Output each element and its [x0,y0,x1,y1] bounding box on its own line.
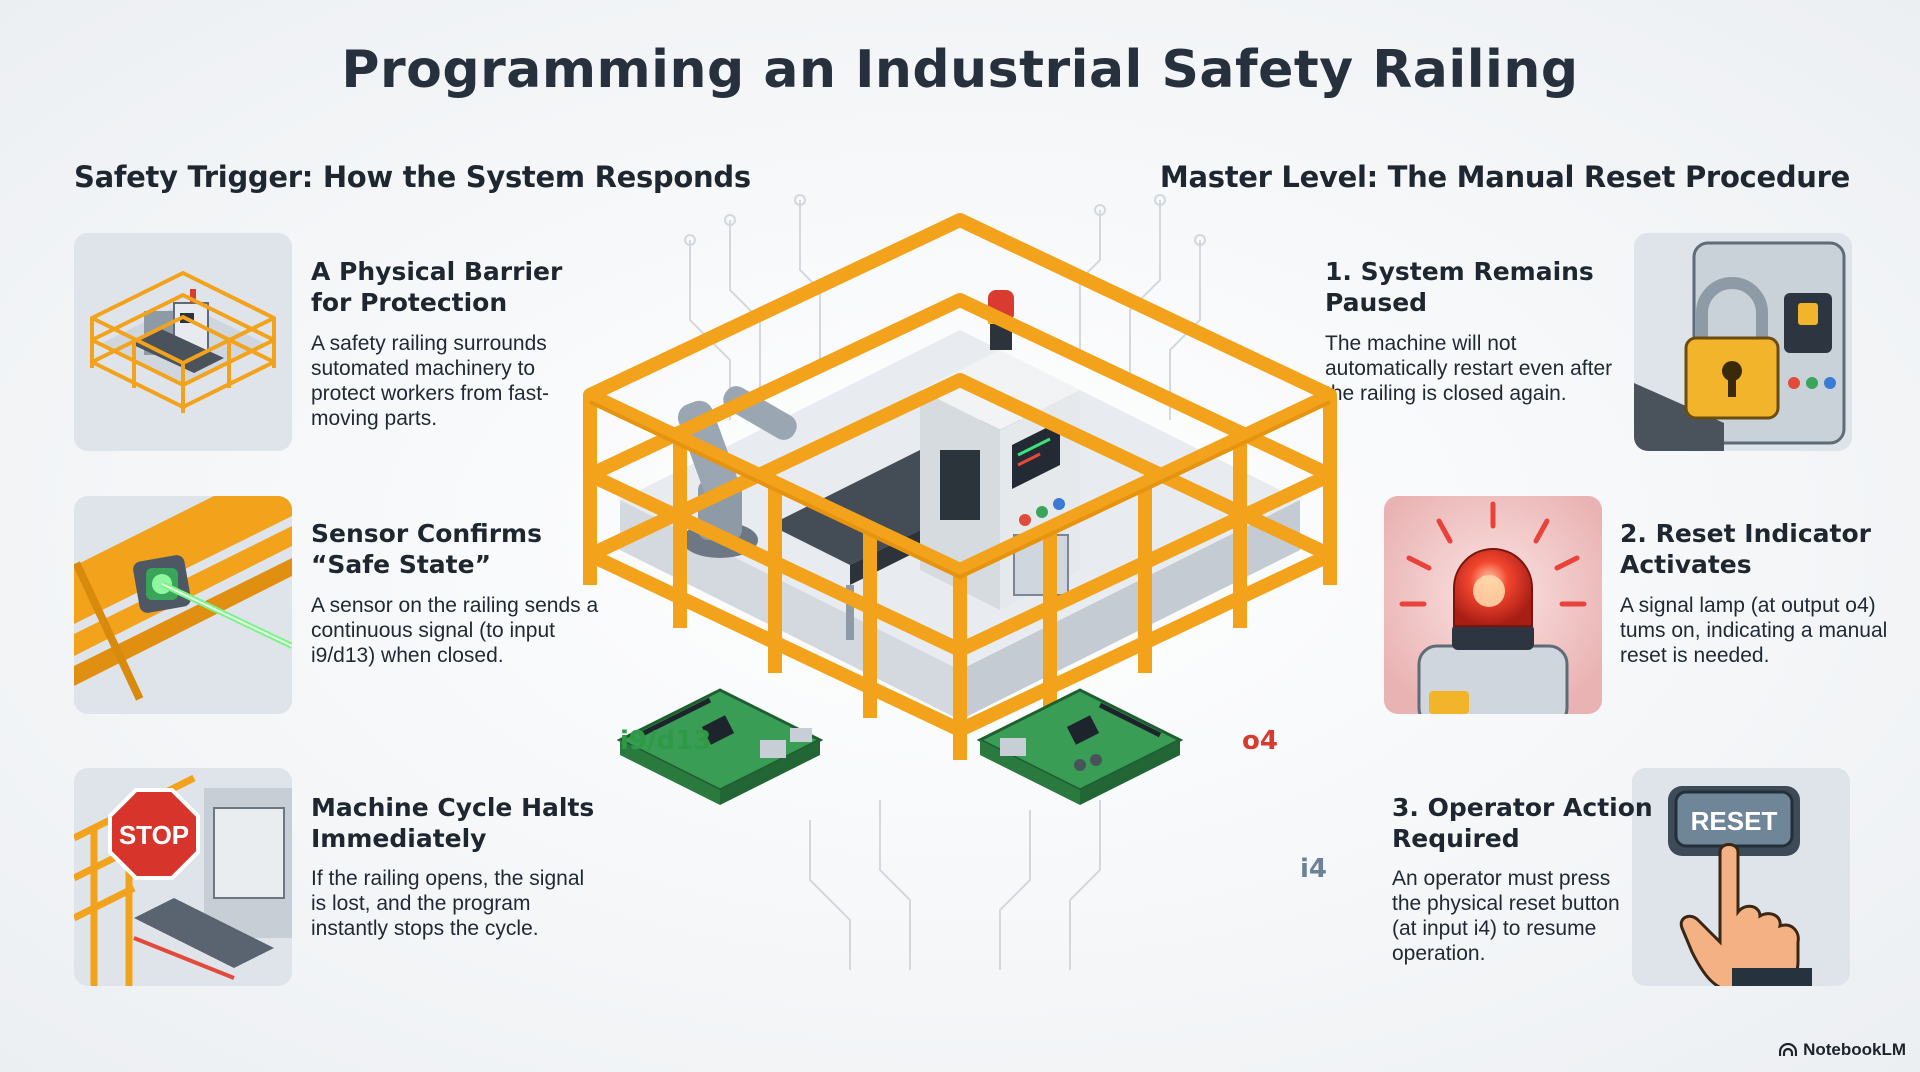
safety-railing [583,213,1337,760]
step-text-operator: An operator must press the physical rese… [1392,867,1620,965]
step-title-sensor: Sensor Confirms “Safe State” [311,519,542,579]
brand-label: NotebookLM [1803,1040,1906,1059]
railing-machine-illustration [74,233,292,451]
input-board [616,688,824,805]
reset-button-label: RESET [1691,806,1778,836]
signal-lamp-illustration [1384,496,1602,714]
reset-button-icon: RESET [1668,786,1800,856]
step-text-sensor: A sensor on the railing sends a continuo… [311,594,599,667]
step-text-halt: If the railing opens, the signal is lost… [311,867,585,940]
reset-button-illustration: RESET [1632,768,1850,986]
stop-sign-label: STOP [119,820,189,850]
left-section-title: Safety Trigger: How the System Responds [74,160,751,194]
sensor-beam-illustration [74,496,292,714]
pointing-hand-icon [1679,843,1812,986]
sensor-input-pin-label: i9/d13 [620,726,712,756]
padlock-icon [1684,336,1780,420]
step-text-indicator: A signal lamp (at output o4) tums on, in… [1620,594,1888,667]
step-text-barrier: A safety railing surrounds sutomated mac… [311,332,550,430]
circuit-traces [684,194,1206,970]
step-text-paused: The machine will not automatically resta… [1325,332,1613,405]
step-title-operator: 3. Operator Action Required [1392,793,1653,853]
output-board [976,688,1184,805]
notebooklm-icon [1779,1043,1798,1056]
railing-highlights [589,400,1331,580]
page-title: Programming an Industrial Safety Railing [341,40,1579,100]
lamp-output-pin-label: o4 [1242,726,1278,756]
step-title-barrier: A Physical Barrier for Protection [311,257,563,317]
right-section-title: Master Level: The Manual Reset Procedure [1159,160,1850,194]
stop-sign-illustration: STOP [74,768,292,986]
reset-input-pin-label: i4 [1300,854,1328,884]
brand-logo: NotebookLM [1779,1040,1906,1060]
safety-railing-illustration [560,180,1360,980]
step-title-paused: 1. System Remains Paused [1325,257,1594,317]
step-title-halt: Machine Cycle Halts Immediately [311,793,595,853]
stop-sign-icon: STOP [108,788,200,880]
locked-machine-illustration [1634,233,1852,451]
red-lamp-icon [1453,548,1533,627]
step-title-indicator: 2. Reset Indicator Activates [1620,519,1872,579]
